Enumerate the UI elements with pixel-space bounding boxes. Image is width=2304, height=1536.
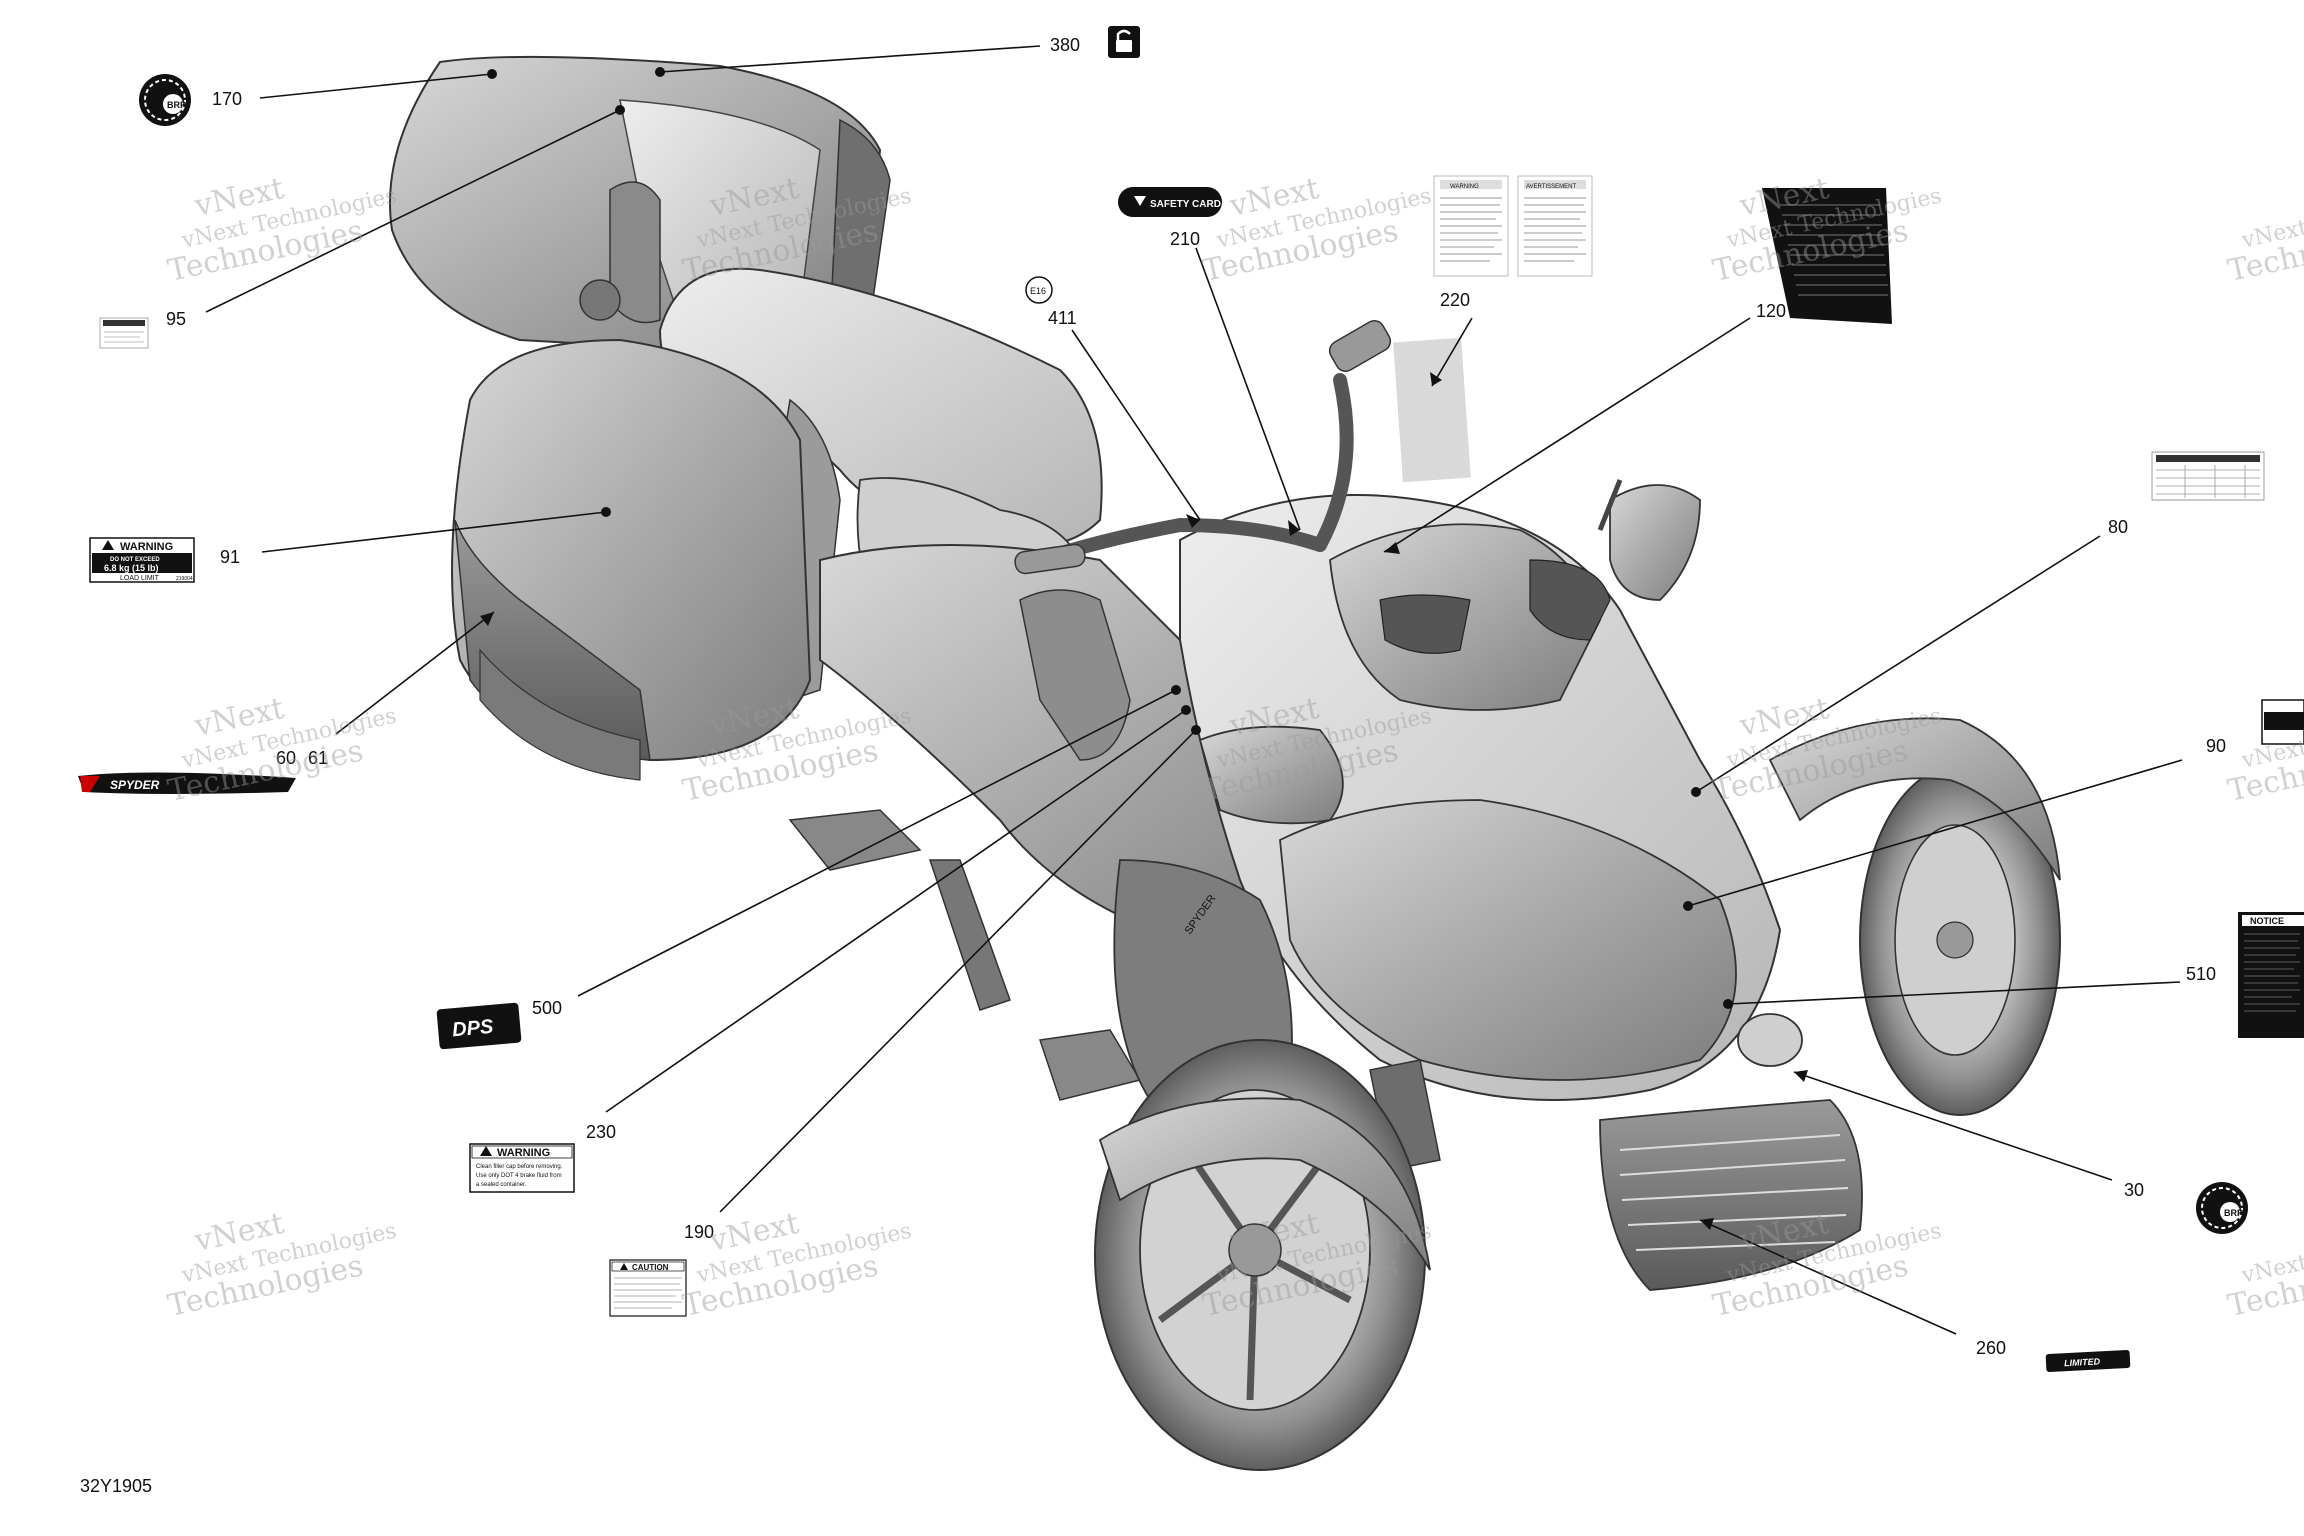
notice-decal: NOTICE xyxy=(2238,912,2304,1038)
e16-badge: E16 xyxy=(1025,276,1053,304)
dps-decal: DPS xyxy=(436,1002,522,1050)
brp-logo-bottom-right: BRP xyxy=(2196,1182,2248,1234)
svg-text:DPS: DPS xyxy=(451,1016,495,1042)
decal-patch-220 xyxy=(1393,337,1471,483)
warning-sheets-decal: WARNING AVERTISSEMENT xyxy=(1433,175,1593,277)
black-info-decal-120 xyxy=(1762,188,1892,324)
svg-text:BRP: BRP xyxy=(2224,1208,2243,1218)
tire-pressure-decal xyxy=(2151,451,2265,501)
svg-text:DO NOT EXCEED: DO NOT EXCEED xyxy=(110,557,160,563)
svg-text:WARNING: WARNING xyxy=(497,1147,550,1159)
svg-text:SPYDER: SPYDER xyxy=(110,778,160,792)
svg-text:WARNING: WARNING xyxy=(120,541,173,553)
callout-120: 120 xyxy=(1756,301,1786,321)
svg-text:NOTICE: NOTICE xyxy=(2250,916,2284,926)
callout-220: 220 xyxy=(1440,290,1470,310)
svg-text:219004: 219004 xyxy=(176,576,193,582)
callout-380: 380 xyxy=(1050,35,1080,55)
callout-60: 60 xyxy=(276,748,296,768)
leader-lines xyxy=(205,45,2183,1335)
figure-reference-code: 32Y1905 xyxy=(80,1476,152,1496)
callout-190: 190 xyxy=(684,1222,714,1242)
svg-text:SAFETY CARD: SAFETY CARD xyxy=(1150,199,1221,210)
callout-230: 230 xyxy=(586,1122,616,1142)
svg-text:a sealed container.: a sealed container. xyxy=(476,1182,527,1188)
unlock-icon xyxy=(1108,26,1140,58)
svg-text:AVERTISSEMENT: AVERTISSEMENT xyxy=(1526,184,1576,190)
svg-text:E16: E16 xyxy=(1030,286,1046,296)
callout-260: 260 xyxy=(1976,1338,2006,1358)
callout-80: 80 xyxy=(2108,517,2128,537)
small-warning-decal-95 xyxy=(99,317,149,349)
callout-90: 90 xyxy=(2206,736,2226,756)
svg-text:LOAD LIMIT: LOAD LIMIT xyxy=(120,575,160,582)
brake-fluid-warning-decal: WARNING Clean filler cap before removing… xyxy=(469,1143,575,1193)
svg-text:BRP: BRP xyxy=(167,100,186,110)
callout-170: 170 xyxy=(212,89,242,109)
svg-text:LIMITED: LIMITED xyxy=(2064,1356,2101,1368)
callout-500: 500 xyxy=(532,998,562,1018)
limited-decal: LIMITED xyxy=(2045,1349,2131,1373)
svg-text:Use only DOT 4 brake fluid fro: Use only DOT 4 brake fluid from xyxy=(476,1173,562,1179)
callout-210: 210 xyxy=(1170,229,1200,249)
right-edge-warning-decal xyxy=(2261,699,2304,745)
callout-61: 61 xyxy=(308,748,328,768)
svg-text:CAUTION: CAUTION xyxy=(632,1263,669,1272)
brp-logo-top-left: BRP xyxy=(139,74,191,126)
svg-text:WARNING: WARNING xyxy=(1450,184,1479,190)
vehicle-illustration: SPYDER xyxy=(389,55,2061,1471)
spyder-side-decal: SPYDER xyxy=(78,772,296,794)
callout-95: 95 xyxy=(166,309,186,329)
caution-decal: CAUTION xyxy=(609,1259,687,1317)
svg-text:Clean filler cap before removi: Clean filler cap before removing. xyxy=(476,1164,563,1170)
callout-510: 510 xyxy=(2186,964,2216,984)
callout-411: 411 xyxy=(1048,308,1077,328)
callout-numbers: 170 380 95 91 60 61 411 210 220 120 80 9… xyxy=(166,35,2226,1358)
callout-91: 91 xyxy=(220,547,240,567)
svg-text:6.8 kg (15 lb): 6.8 kg (15 lb) xyxy=(104,563,159,573)
callout-30: 30 xyxy=(2124,1180,2144,1200)
load-limit-warning-decal: WARNING DO NOT EXCEED 6.8 kg (15 lb) LOA… xyxy=(89,537,195,583)
safety-card-decal: SAFETY CARD xyxy=(1118,187,1222,217)
